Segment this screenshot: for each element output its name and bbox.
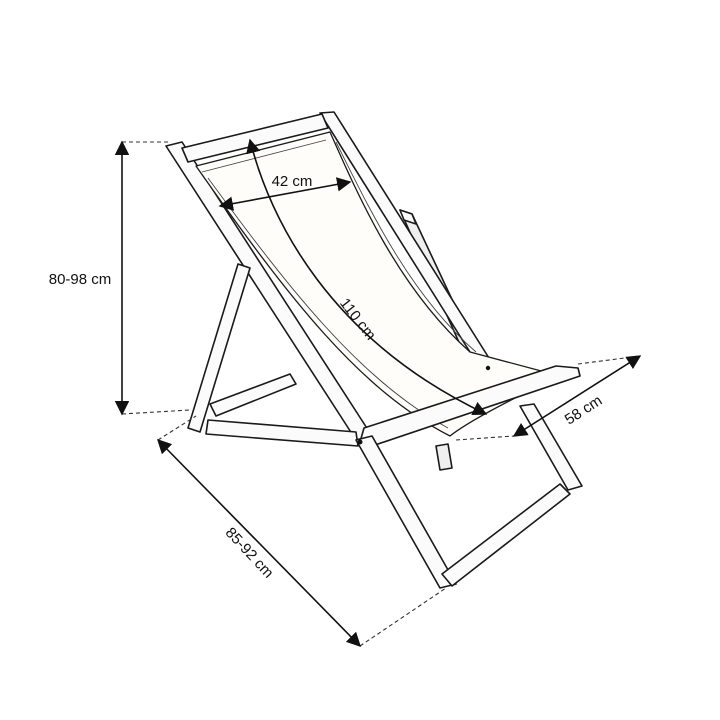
lower-rung bbox=[205, 419, 359, 447]
front-leg bbox=[355, 435, 457, 589]
width-label: 58 cm bbox=[562, 392, 606, 429]
dimension-height: 80-98 cm bbox=[49, 140, 191, 416]
support-rung bbox=[209, 373, 297, 417]
top-crossbar bbox=[181, 113, 329, 163]
ground-rail bbox=[441, 483, 571, 587]
height-label: 80-98 cm bbox=[49, 271, 112, 288]
foot-pad bbox=[435, 443, 453, 471]
seat-width-label: 42 cm bbox=[272, 173, 313, 190]
support-frame bbox=[187, 263, 583, 589]
support-leg-left bbox=[187, 263, 251, 433]
dimension-depth: 85-92 cm bbox=[156, 415, 447, 648]
pivot-bolt bbox=[357, 439, 363, 445]
pivot-bolt bbox=[485, 365, 491, 371]
